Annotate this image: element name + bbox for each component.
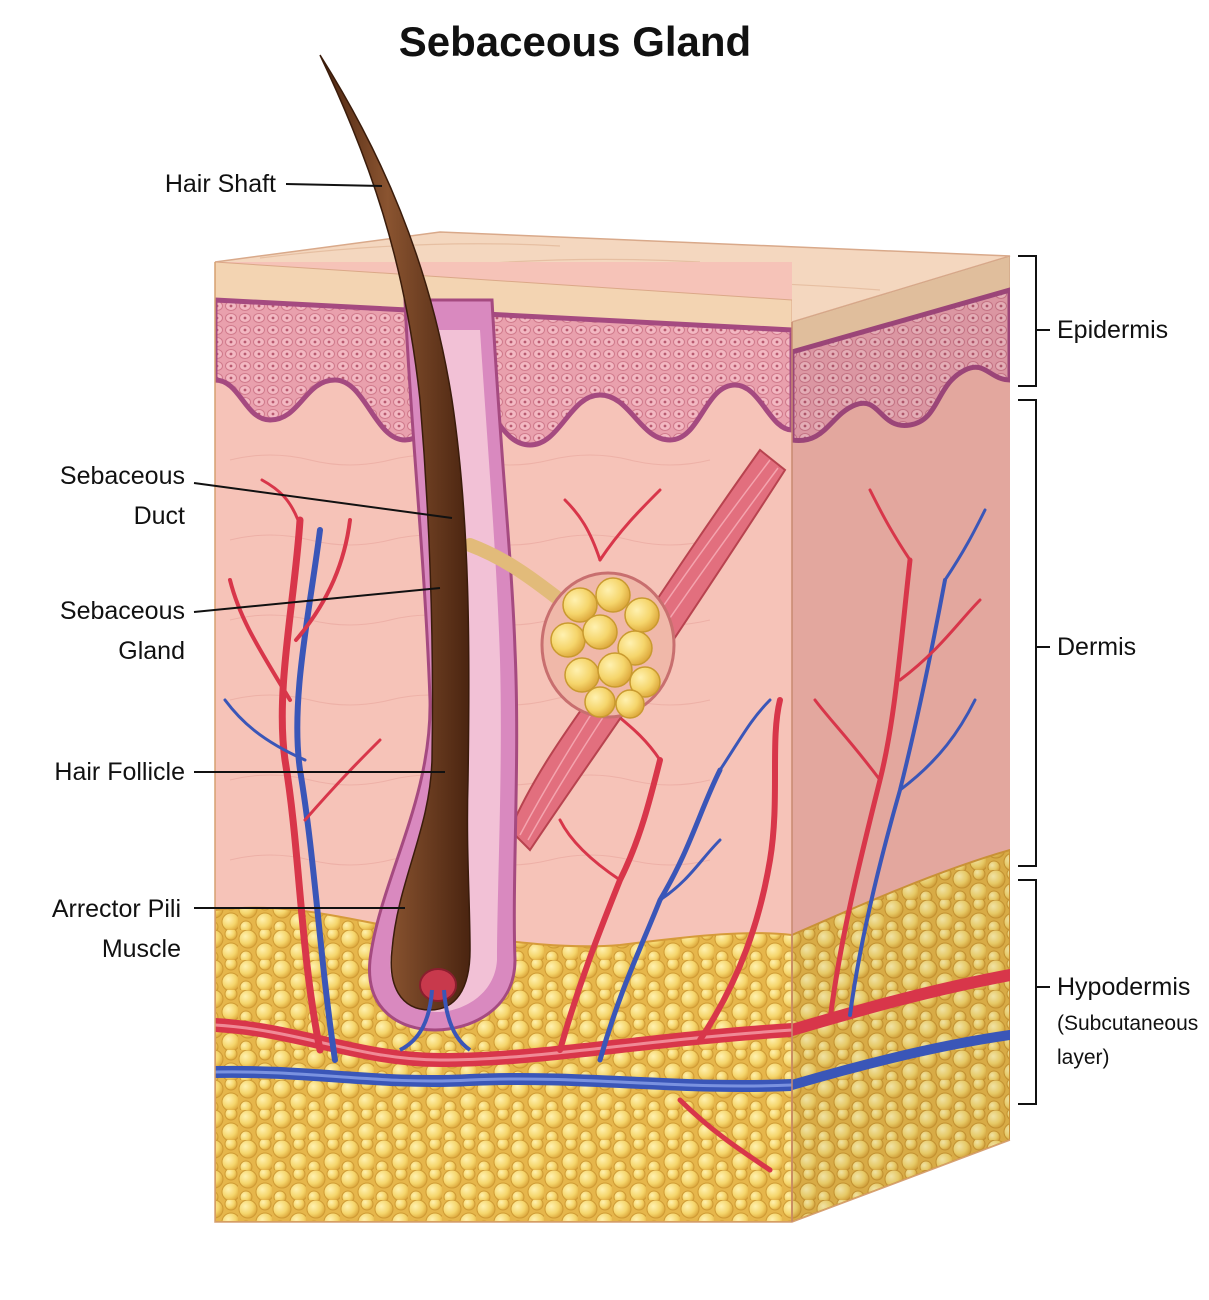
dermal-papilla	[419, 968, 457, 1002]
label-sebaceous-duct: Sebaceous Duct	[59, 462, 185, 530]
sebaceous-duct	[463, 538, 567, 607]
label-arrector-pili-muscle: Arrector Pili Muscle	[51, 895, 181, 963]
label-dermis: Dermis	[1057, 633, 1137, 661]
epidermis-side	[792, 286, 1010, 444]
layer-brackets	[1018, 255, 1050, 1105]
label-hair-follicle: Hair Follicle	[54, 758, 185, 786]
page-title: Sebaceous Gland	[398, 18, 752, 65]
label-hypodermis: Hypodermis (Subcutaneous layer)	[1057, 967, 1198, 1075]
epidermis-front	[215, 297, 792, 448]
hypodermis-front	[215, 906, 792, 1222]
label-hypodermis-sub-2: layer)	[1057, 1046, 1110, 1069]
hypodermis-side	[792, 848, 1010, 1222]
leader-lines	[193, 183, 453, 909]
sebaceous-gland-cells	[550, 577, 661, 719]
label-epidermis: Epidermis	[1057, 316, 1169, 344]
label-hypodermis-sub-1: (Subcutaneous	[1057, 1012, 1199, 1035]
label-hair-shaft: Hair Shaft	[164, 170, 276, 198]
label-sebaceous-gland: Sebaceous Gland	[59, 597, 185, 665]
